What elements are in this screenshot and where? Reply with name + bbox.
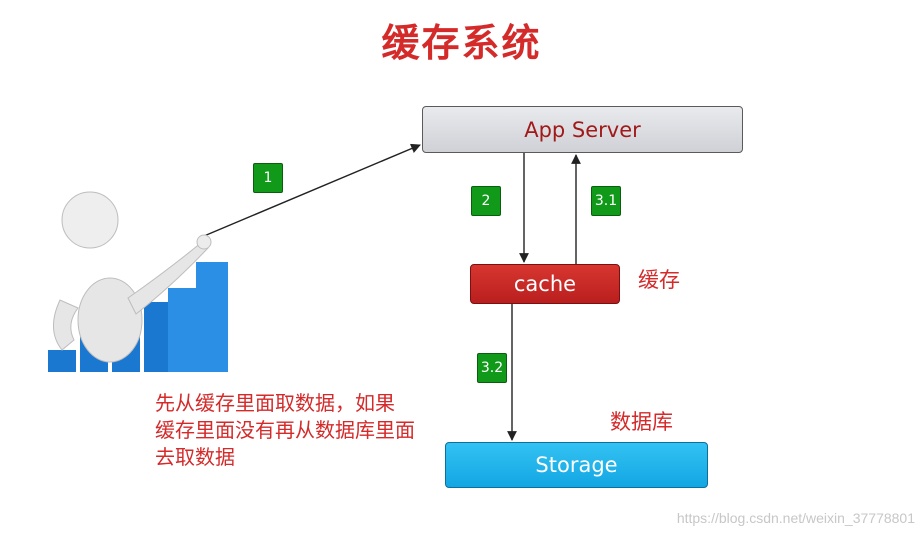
arrow-user-to-app	[203, 143, 421, 237]
storage-box: Storage	[445, 442, 708, 488]
cache-box: cache	[470, 264, 620, 304]
bar-5	[168, 288, 196, 372]
page-title: 缓存系统	[381, 21, 542, 65]
step-badge-3-2: 3.2	[477, 353, 507, 383]
description-text: 先从缓存里面取数据，如果 缓存里面没有再从数据库里面 去取数据	[155, 390, 485, 471]
step-badge-2: 2	[471, 186, 501, 216]
description-line-1: 先从缓存里面取数据，如果	[155, 391, 395, 415]
description-line-3: 去取数据	[155, 445, 235, 469]
description-line-2: 缓存里面没有再从数据库里面	[155, 418, 415, 442]
step-badge-3-1: 3.1	[591, 186, 621, 216]
bar-4	[144, 302, 172, 372]
database-cn-label: 数据库	[610, 410, 673, 434]
bar-6	[196, 262, 228, 372]
watermark-text: https://blog.csdn.net/weixin_37778801	[676, 510, 915, 526]
person-chart-illustration	[48, 191, 228, 372]
bar-1	[48, 350, 76, 372]
step-badge-1: 1	[253, 163, 283, 193]
cache-cn-label: 缓存	[638, 268, 680, 292]
app-server-box: App Server	[422, 106, 743, 153]
